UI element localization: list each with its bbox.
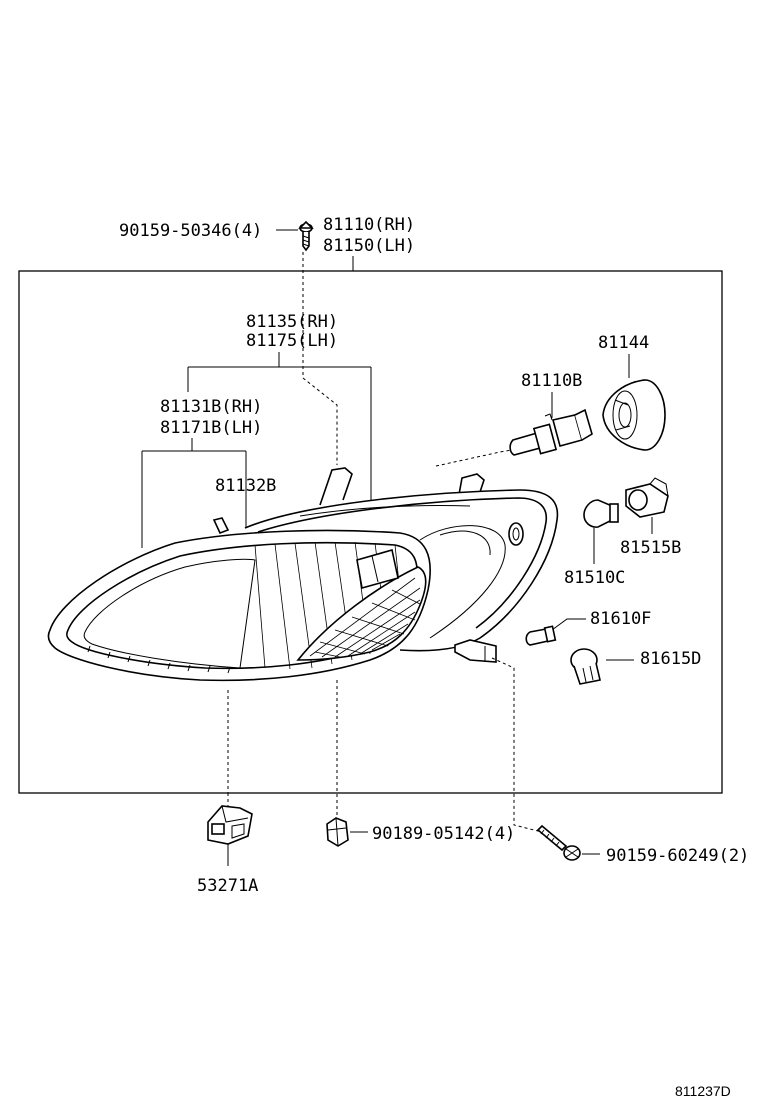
label-socket-b: 81515B xyxy=(620,538,681,558)
bracket-icon xyxy=(207,805,253,845)
label-housing-rh: 81135(RH) xyxy=(246,312,338,332)
label-socket-d: 81615D xyxy=(640,649,701,669)
dashed-axis-screw-top xyxy=(302,252,338,465)
label-gasket: 81132B xyxy=(215,476,276,496)
label-bracket: 53271A xyxy=(197,876,258,896)
label-cap: 81144 xyxy=(598,333,649,353)
figure-reference: 811237D xyxy=(675,1083,731,1099)
label-bulb-main: 81110B xyxy=(521,371,582,391)
leader-housing xyxy=(187,352,372,500)
leader-bulb-f xyxy=(551,618,586,631)
clip-nut-icon xyxy=(326,817,349,847)
dashed-axis-screw-bottom xyxy=(491,657,543,833)
label-bulb-c: 81510C xyxy=(564,568,625,588)
label-lens-lh: 81171B(LH) xyxy=(160,418,262,438)
label-unit-lh: 81150(LH) xyxy=(323,236,415,256)
socket-d-icon xyxy=(570,648,601,685)
bulb-c-icon xyxy=(583,499,619,528)
label-screw-bottom: 90159-60249(2) xyxy=(606,846,749,866)
leader-lens xyxy=(141,438,247,548)
screw-top-icon xyxy=(298,220,314,252)
screw-bottom-icon xyxy=(536,824,581,861)
label-unit-rh: 81110(RH) xyxy=(323,215,415,235)
rubber-cap-icon xyxy=(602,379,666,451)
dashed-axis-bulb xyxy=(435,449,513,467)
label-housing-lh: 81175(LH) xyxy=(246,331,338,351)
label-bulb-f: 81610F xyxy=(590,609,651,629)
bulb-f-icon xyxy=(525,625,557,646)
label-clip-nut: 90189-05142(4) xyxy=(372,824,515,844)
socket-b-icon xyxy=(625,477,669,518)
front-lens xyxy=(47,517,431,682)
assembly-frame xyxy=(18,270,723,794)
headlamp-bulb-icon xyxy=(509,408,593,456)
label-screw-top: 90159-50346(4) xyxy=(119,221,262,241)
label-lens-rh: 81131B(RH) xyxy=(160,397,262,417)
